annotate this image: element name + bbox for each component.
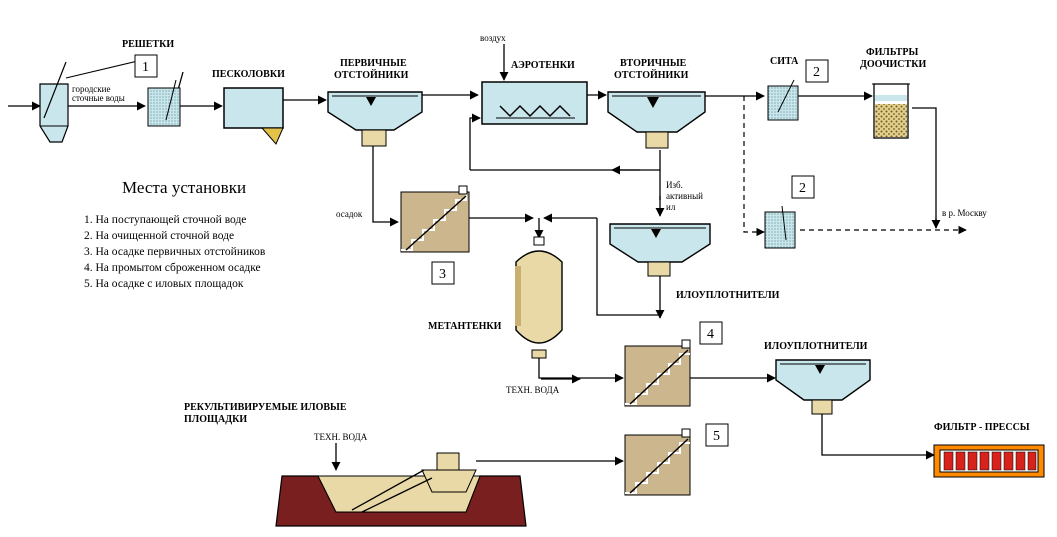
- label-metantenki: МЕТАНТЕНКИ: [428, 321, 502, 332]
- legend-item: 1. На поступающей сточной воде: [84, 214, 247, 226]
- legend-item: 3. На осадке первичных отстойников: [84, 246, 266, 258]
- legend-list: 1. На поступающей сточной воде 2. На очи…: [84, 212, 344, 292]
- secondary-settler: [607, 91, 706, 149]
- dewatering-unit-4: [624, 339, 691, 407]
- dewatering-unit-3: [400, 185, 470, 253]
- marker-3: 3: [439, 267, 446, 282]
- label-sita: СИТА: [770, 56, 799, 67]
- polishing-filter: [872, 83, 910, 139]
- location-markers: [134, 54, 829, 447]
- label-iloupl-lower: ИЛОУПЛОТНИТЕЛИ: [764, 341, 868, 352]
- sludge-thickener-upper: [609, 223, 711, 277]
- marker-1: 1: [142, 60, 149, 75]
- legend-item: 2. На очищенной сточной воде: [84, 230, 235, 242]
- label-osadok: осадок: [336, 209, 363, 219]
- legend-title: Места установки: [122, 178, 247, 197]
- screen-unit: [39, 59, 143, 143]
- label-filtry-1: ФИЛЬТРЫ: [866, 47, 918, 58]
- sludge-thickener-lower: [775, 359, 871, 415]
- label-filtry-2: ДООЧИСТКИ: [860, 59, 926, 70]
- filter-press: [933, 444, 1045, 478]
- marker-5: 5: [713, 429, 720, 444]
- label-peskolovki: ПЕСКОЛОВКИ: [212, 69, 285, 80]
- sludge-beds: [275, 452, 527, 527]
- label-pervichnye-2: ОТСТОЙНИКИ: [334, 69, 409, 81]
- label-filtr-pressy: ФИЛЬТР - ПРЕССЫ: [934, 422, 1030, 433]
- dewatering-unit-5: [624, 428, 691, 496]
- legend-item: 5. На осадке с иловых площадок: [84, 278, 244, 290]
- label-tehn-voda-2: ТЕХН. ВОДА: [314, 432, 368, 442]
- aeration-tank: [481, 81, 588, 125]
- label-vozduh: воздух: [480, 33, 506, 43]
- marker-4: 4: [707, 327, 714, 342]
- sample-container-1: [147, 79, 181, 127]
- label-rekult-1: РЕКУЛЬТИВИРУЕМЫЕ ИЛОВЫЕ: [184, 402, 347, 413]
- label-izb-2: активный: [666, 191, 703, 201]
- marker-2-bottom: 2: [799, 181, 806, 196]
- label-stochnye: сточные воды: [72, 93, 125, 103]
- digester: [515, 236, 563, 359]
- marker-2-top: 2: [813, 65, 820, 80]
- label-reshetki: РЕШЕТКИ: [122, 39, 174, 50]
- legend: Места установки 1. На поступающей сточно…: [84, 178, 344, 292]
- sieve: [767, 79, 799, 121]
- label-gorodskie: городские: [72, 84, 110, 94]
- label-v-moskvu: в р. Москву: [942, 208, 987, 218]
- dashed-bypass: [743, 96, 967, 237]
- primary-settler: [327, 91, 423, 147]
- sieve-bypass: [764, 205, 796, 249]
- label-tehn-voda-1: ТЕХН. ВОДА: [506, 385, 560, 395]
- label-aerotenki: АЭРОТЕНКИ: [511, 60, 575, 71]
- label-vtorichnye-1: ВТОРИЧНЫЕ: [620, 58, 687, 69]
- label-izb-3: ил: [666, 202, 676, 212]
- label-pervichnye-1: ПЕРВИЧНЫЕ: [340, 58, 407, 69]
- label-izb-1: Изб.: [666, 180, 683, 190]
- label-vtorichnye-2: ОТСТОЙНИКИ: [614, 69, 689, 81]
- grit-chamber: [223, 87, 284, 145]
- legend-item: 4. На промытом сброженном осадке: [84, 262, 261, 274]
- flow-lines: [8, 44, 941, 471]
- label-rekult-2: ПЛОЩАДКИ: [184, 414, 247, 425]
- label-iloupl-upper: ИЛОУПЛОТНИТЕЛИ: [676, 290, 780, 301]
